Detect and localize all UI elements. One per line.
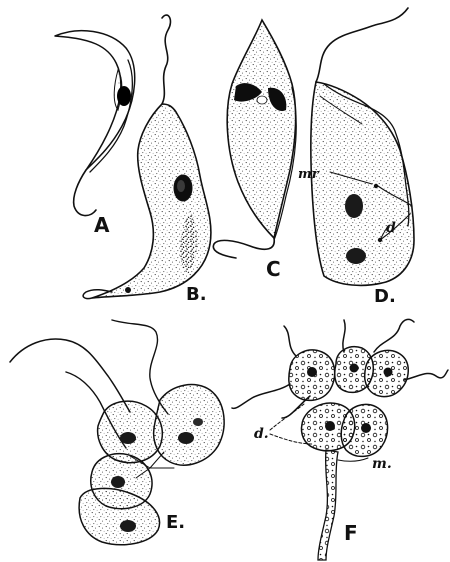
panel-f-nucleus-2 — [350, 364, 359, 373]
panel-d-annotation-mr: mr — [298, 167, 320, 182]
panel-f-flagellum-2 — [232, 384, 290, 408]
panel-e-nucleus-bottom — [120, 520, 136, 532]
panel-d-label: D. — [374, 286, 396, 307]
panel-d-annotation-d: d — [386, 220, 396, 236]
panel-f-nucleus-1 — [307, 367, 317, 377]
panel-b-kinetoplast — [125, 287, 131, 293]
panel-b-label: B. — [186, 284, 207, 305]
panel-e-label: E. — [166, 512, 185, 533]
panel-f-stalk — [318, 450, 338, 560]
panel-f-organism: d. m. F — [232, 319, 448, 560]
panel-f-annotation-d: d. — [254, 426, 269, 442]
panel-b-flagellum — [162, 15, 170, 104]
panel-a-organism: A — [55, 31, 135, 237]
panel-f-flagellum-3 — [343, 320, 345, 352]
panel-e-nucleus-right-2 — [193, 418, 203, 426]
panel-a-flagellum — [74, 170, 96, 216]
panel-e-nucleus-left — [120, 432, 136, 444]
panel-e-flagellum-left — [10, 339, 130, 412]
panel-e-nucleus-right — [178, 432, 194, 444]
panel-f-annotation-m: m. — [372, 456, 392, 472]
panel-e-nucleus-middle — [111, 476, 125, 488]
panel-a-nucleus — [117, 86, 131, 106]
panel-f-nucleus-4 — [325, 421, 335, 431]
panel-a-label: A — [94, 213, 110, 237]
panel-c-label: C — [266, 257, 281, 281]
panel-f-leader-m — [338, 458, 368, 461]
panel-e-organism: E. — [10, 320, 224, 545]
panel-f-nucleus-3 — [384, 368, 393, 377]
panel-f-nucleus-5 — [361, 423, 371, 433]
panel-e-cell-left — [98, 401, 163, 462]
panel-d-organism: mr d D. — [298, 8, 414, 307]
panel-d-flagellum — [316, 8, 408, 82]
panel-f-label: F — [344, 521, 358, 545]
panel-c-organism: C — [213, 20, 296, 281]
panel-c-vacuole — [257, 96, 267, 104]
panel-f-flagellum-5 — [404, 370, 448, 380]
panel-f-flagellum-4 — [374, 319, 414, 352]
panel-f-flagellum-1 — [284, 326, 296, 356]
panel-d-nucleus-lower — [346, 248, 366, 264]
panel-b-nucleolus — [177, 180, 185, 192]
panel-c-body — [227, 20, 295, 238]
panel-c-flagellum — [213, 238, 274, 258]
panel-d-nucleus-upper — [345, 194, 363, 218]
panel-b-body — [92, 104, 211, 298]
panel-e-cell-right — [154, 385, 224, 466]
